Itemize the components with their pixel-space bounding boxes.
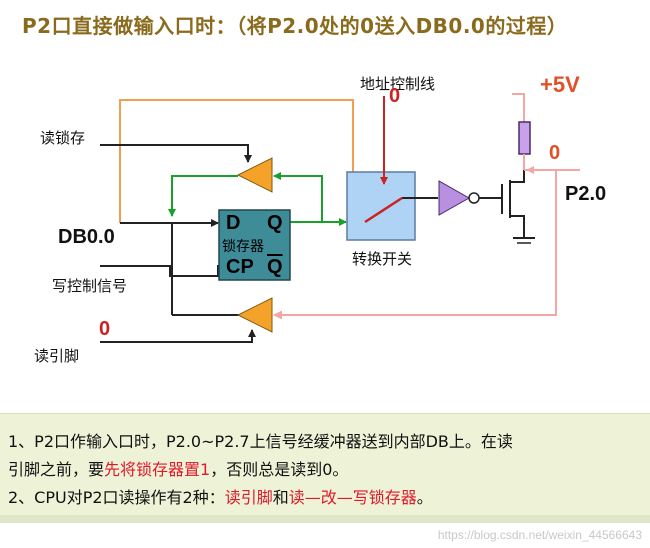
note-line-2-a: 引脚之前，要 bbox=[8, 460, 105, 479]
latch-d: D bbox=[226, 212, 241, 234]
read-pin-wire bbox=[100, 329, 256, 343]
addr-ctrl-label: 地址控制线 bbox=[360, 75, 436, 93]
addr-value: 0 bbox=[389, 85, 401, 107]
read-latch-label: 读锁存 bbox=[40, 129, 86, 147]
read-pin-label: 读引脚 bbox=[34, 347, 80, 365]
note-line-2: 引脚之前，要先将锁存器置1，否则总是读到0。 bbox=[8, 456, 348, 480]
p2-port-diagram bbox=[100, 93, 580, 343]
inverter-triangle bbox=[438, 180, 471, 216]
vcc-label: +5V bbox=[540, 72, 580, 97]
bottom-stripe bbox=[0, 515, 650, 523]
note-line-2-highlight: 先将锁存器置1 bbox=[104, 460, 211, 479]
switch-block bbox=[346, 171, 416, 241]
vcc-rail bbox=[512, 93, 525, 122]
note-line-1: 1、P2口作输入口时，P2.0~P2.7上信号经缓冲器送到内部DB上。在读 bbox=[8, 428, 513, 452]
write-ctrl-wire bbox=[100, 265, 219, 277]
db-to-switch-wire bbox=[119, 99, 357, 223]
read-latch-buffer bbox=[236, 157, 273, 193]
pin-label: P2.0 bbox=[565, 183, 607, 205]
note-line-2-b: ，否则总是读到0。 bbox=[210, 460, 349, 479]
pin-value: 0 bbox=[549, 142, 561, 164]
switch-blade bbox=[364, 196, 403, 224]
upper-buffer-to-db bbox=[168, 175, 238, 217]
read-pin-value: 0 bbox=[99, 318, 111, 340]
note-line-3-highlight-1: 读引脚 bbox=[224, 488, 273, 507]
read-pin-buffer bbox=[236, 297, 273, 333]
fet-source bbox=[510, 215, 525, 238]
latch-block bbox=[218, 209, 291, 281]
write-ctrl-label: 写控制信号 bbox=[52, 277, 128, 295]
read-latch-wire bbox=[100, 144, 252, 163]
latch-name: 锁存器 bbox=[222, 239, 264, 255]
pin-arrowhead bbox=[526, 166, 534, 174]
pin-feedback-wire bbox=[273, 170, 557, 320]
notes-panel: 1、P2口作输入口时，P2.0~P2.7上信号经缓冲器送到内部DB上。在读 引脚… bbox=[0, 413, 650, 516]
page-title: P2口直接做输入口时：（将P2.0处的0送入DB0.0的过程） bbox=[22, 14, 568, 38]
latch-q-feedback bbox=[273, 172, 323, 222]
note-line-1-text: 1、P2口作输入口时，P2.0~P2.7上信号经缓冲器送到内部DB上。在读 bbox=[8, 432, 513, 451]
latch-qbar: Q bbox=[267, 256, 283, 278]
switch-label: 转换开关 bbox=[352, 250, 413, 268]
inverter-bubble bbox=[468, 192, 480, 204]
note-line-3-highlight-2: 读—改—写锁存器 bbox=[288, 488, 417, 507]
latch-cp: CP bbox=[226, 256, 254, 278]
db-label: DB0.0 bbox=[58, 226, 115, 248]
latch-q: Q bbox=[267, 212, 283, 234]
pullup-resistor bbox=[518, 121, 531, 155]
note-line-3-b: 和 bbox=[272, 488, 289, 507]
note-line-3-c: 。 bbox=[416, 488, 433, 507]
watermark: https://blog.csdn.net/weixin_44566643 bbox=[437, 528, 642, 542]
note-line-3-a: 2、CPU对P2口读操作有2种： bbox=[8, 488, 225, 507]
note-line-3: 2、CPU对P2口读操作有2种：读引脚和读—改—写锁存器。 bbox=[8, 484, 433, 508]
fet-drain bbox=[510, 168, 525, 183]
